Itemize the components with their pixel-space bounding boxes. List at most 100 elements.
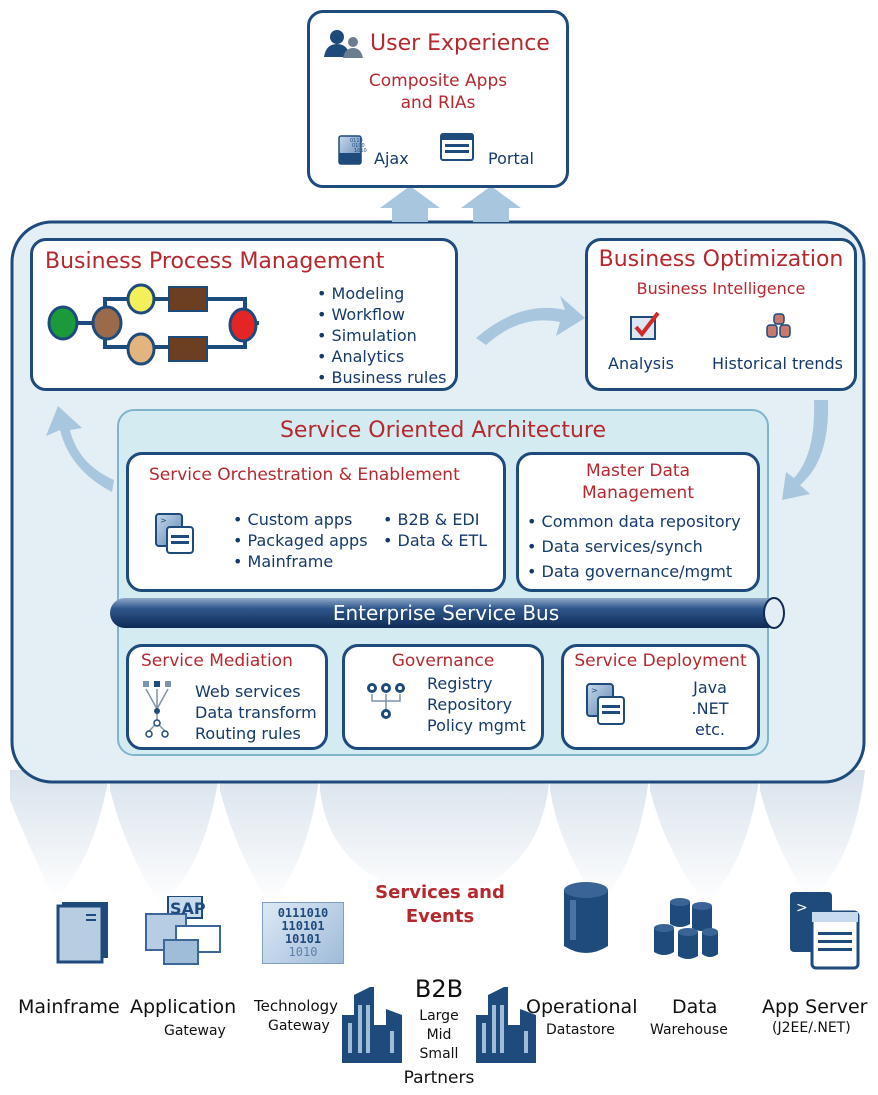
b2b-size-small: Small: [419, 1046, 459, 1062]
sap-logo-text: SAP: [170, 899, 206, 918]
user-experience-box: User Experience Composite Apps and RIAs …: [307, 10, 569, 188]
business-optimization-title: Business Optimization: [598, 247, 844, 272]
svg-text:0100: 0100: [352, 143, 365, 149]
services-events-line1: Services and: [375, 882, 505, 903]
historical-trends-label: Historical trends: [712, 354, 844, 373]
svg-text:0110: 0110: [350, 138, 363, 144]
svg-text:1010: 1010: [354, 148, 367, 154]
up-arrows: [380, 186, 521, 222]
operational-datastore-icon: [564, 882, 608, 953]
composite-apps-line1: Composite Apps: [368, 71, 508, 91]
esb-tube: [110, 598, 782, 628]
mdm-title-line1: Master Data: [585, 461, 691, 481]
technology-label: Technology: [254, 997, 339, 1015]
fan-shapes: [10, 770, 865, 905]
orchestration-item: Data & ETL: [383, 530, 488, 551]
mdm-title-line2: Management: [582, 483, 694, 503]
bits-row: 110101: [281, 919, 325, 933]
bits-row: 0111010: [277, 906, 329, 920]
warehouse-sub-label: Warehouse: [650, 1022, 728, 1038]
b2b-size-large: Large: [419, 1008, 459, 1024]
mediation-item: Data transform: [195, 703, 317, 722]
bpm-list: Modeling Workflow Simulation Analytics B…: [317, 283, 447, 388]
b2b-label: B2B: [414, 975, 464, 1003]
governance-title: Governance: [391, 651, 495, 671]
orchestration-title: Service Orchestration & Enablement: [149, 465, 460, 485]
orchestration-item: Custom apps: [233, 509, 368, 530]
ajax-label: Ajax: [374, 149, 409, 168]
b2b-building-icon-left: [342, 987, 402, 1063]
governance-list: Registry Repository Policy mgmt: [427, 673, 526, 736]
orchestration-item: Mainframe: [233, 551, 368, 572]
bpm-item: Analytics: [317, 346, 447, 367]
application-sub-label: Gateway: [164, 1023, 226, 1039]
technology-sub-label: Gateway: [268, 1018, 330, 1034]
bpm-title: Business Process Management: [45, 249, 385, 274]
bits-row: 1010: [288, 945, 318, 959]
soa-title: Service Oriented Architecture: [279, 418, 607, 443]
mdm-box: Master Data Management Common data repos…: [516, 452, 760, 592]
deployment-item: Java: [693, 678, 727, 697]
app-server-sub-label: (J2EE/.NET): [772, 1020, 851, 1036]
deployment-title: Service Deployment: [574, 651, 747, 671]
flow-arrows: [46, 296, 829, 500]
business-intelligence-subtitle: Business Intelligence: [636, 279, 806, 298]
mediation-box: Service Mediation Web services Data tran…: [126, 644, 328, 750]
bpm-box: Business Process Management Modeling Wor…: [30, 238, 458, 391]
business-optimization-box: Business Optimization Business Intellige…: [585, 238, 857, 391]
portal-label: Portal: [488, 149, 534, 168]
deployment-item: etc.: [695, 720, 725, 739]
mediation-item: Routing rules: [195, 724, 301, 743]
technology-gateway-icon: 0111010 110101 10101 1010: [262, 902, 344, 964]
composite-apps-line2: and RIAs: [400, 93, 476, 113]
deployment-box: Service Deployment > Java .NET etc.: [561, 644, 760, 750]
mediation-list: Web services Data transform Routing rule…: [195, 681, 317, 744]
routing-icon: [143, 681, 171, 738]
mdm-item: Data governance/mgmt: [527, 559, 741, 584]
app-server-label: App Server: [762, 996, 868, 1018]
user-experience-title: User Experience: [370, 31, 550, 56]
orchestration-list-2: B2B & EDI Data & ETL: [383, 509, 488, 551]
bpm-item: Business rules: [317, 367, 447, 388]
orchestration-item: B2B & EDI: [383, 509, 487, 530]
orchestration-box: Service Orchestration & Enablement > Cus…: [126, 452, 506, 592]
svg-text:>: >: [796, 900, 808, 916]
b2b-size-mid: Mid: [426, 1027, 452, 1043]
operational-label: Operational: [526, 996, 638, 1018]
mdm-item: Data services/synch: [527, 534, 741, 559]
deployment-window-icon: >: [586, 683, 625, 725]
ajax-icon: 0110 0100 1010: [338, 135, 367, 165]
bpm-item: Simulation: [317, 325, 447, 346]
portal-icon: [440, 133, 474, 161]
mdm-item: Common data repository: [527, 509, 741, 534]
bpm-item: Workflow: [317, 304, 447, 325]
bits-row: 10101: [284, 932, 322, 946]
orchestration-item: Packaged apps: [233, 530, 368, 551]
mediation-title: Service Mediation: [141, 651, 293, 671]
app-server-icon: >: [790, 892, 860, 970]
operational-sub-label: Datastore: [546, 1022, 615, 1038]
analysis-icon: [630, 311, 660, 340]
application-window-icon: >: [155, 513, 194, 554]
bpm-item: Modeling: [317, 283, 447, 304]
mainframe-label: Mainframe: [18, 996, 120, 1018]
services-events-line2: Events: [405, 906, 475, 927]
mainframe-icon: [56, 902, 108, 964]
gears-icon: [367, 683, 405, 719]
governance-item: Policy mgmt: [427, 716, 526, 735]
mdm-list: Common data repository Data services/syn…: [527, 509, 741, 584]
governance-item: Registry: [427, 674, 493, 693]
historical-trends-icon: [766, 313, 791, 338]
warehouse-label: Data: [672, 996, 718, 1018]
governance-box: Governance Registry Repository Policy mg…: [342, 644, 544, 750]
orchestration-list-1: Custom apps Packaged apps Mainframe: [233, 509, 368, 572]
partners-label: Partners: [403, 1068, 475, 1088]
mediation-item: Web services: [195, 682, 301, 701]
b2b-building-icon-right: [476, 987, 536, 1063]
application-label: Application: [130, 996, 237, 1018]
governance-item: Repository: [427, 695, 513, 714]
esb-label: Enterprise Service Bus: [332, 601, 560, 625]
process-flow-icon: [47, 283, 259, 366]
deployment-list: Java .NET etc.: [670, 677, 750, 740]
svg-text:>: >: [591, 686, 598, 695]
